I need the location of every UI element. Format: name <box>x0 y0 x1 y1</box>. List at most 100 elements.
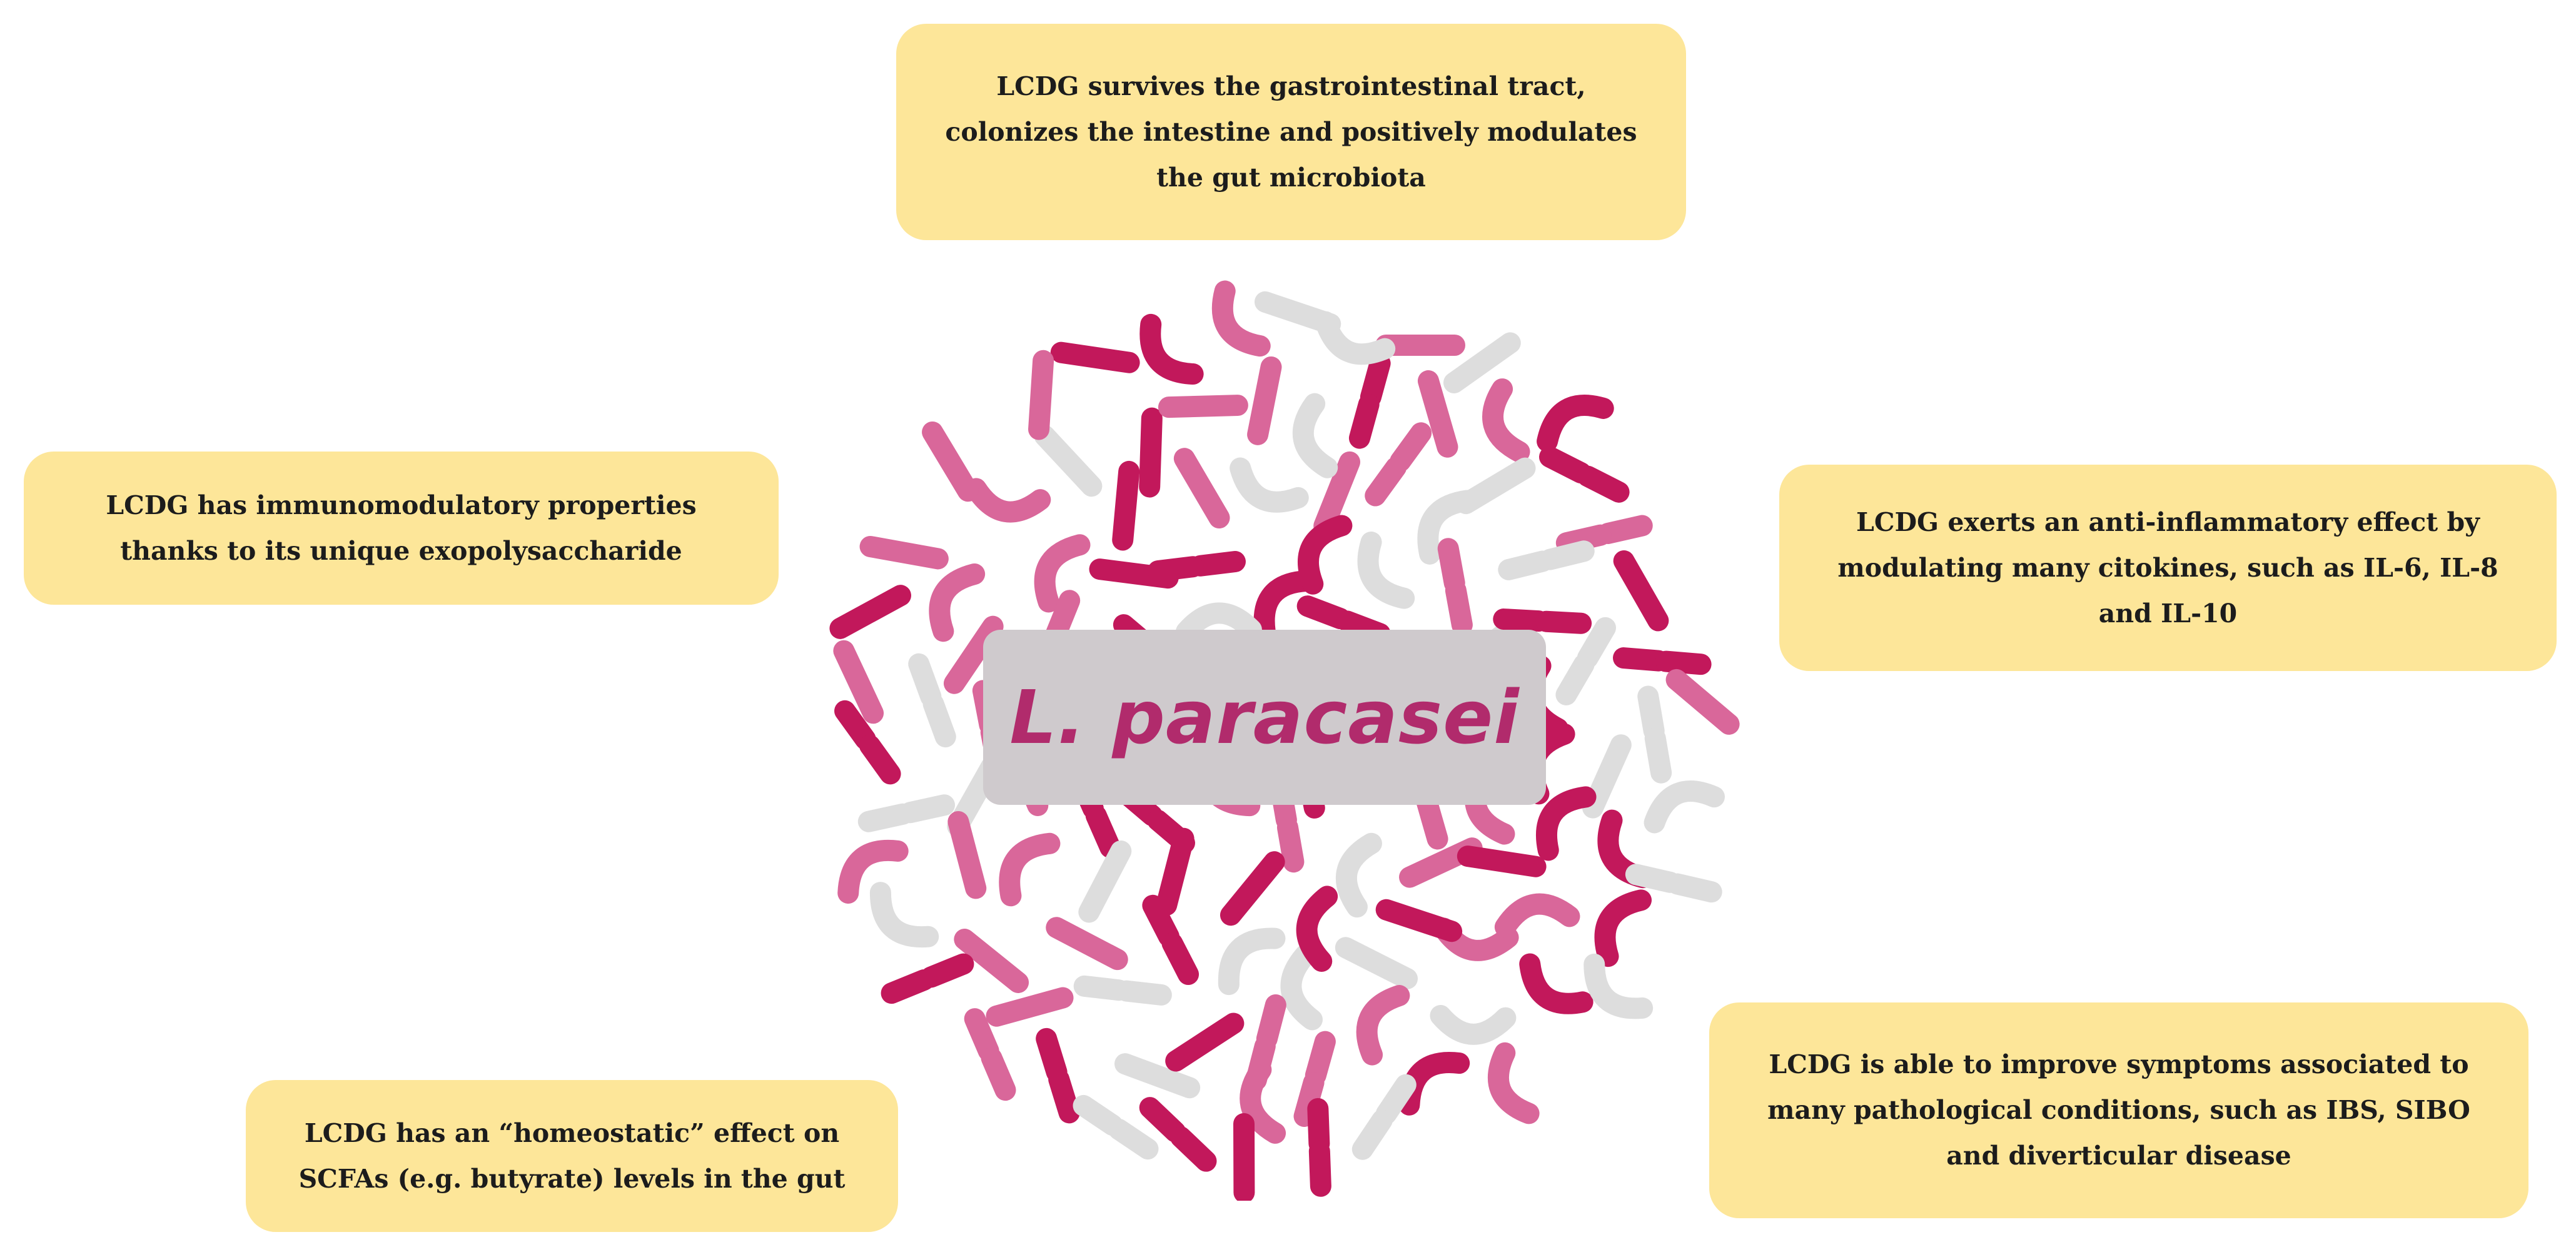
bacterium-shape <box>829 585 911 639</box>
bacterium-shape <box>1307 1098 1331 1197</box>
bacterium-shape <box>1073 975 1172 1006</box>
bacterium-shape <box>1455 457 1536 515</box>
bacterium-shape <box>964 1008 1016 1101</box>
bacterium-shape <box>1375 899 1463 942</box>
bacterium-shape <box>1443 332 1521 393</box>
bacterium-shape <box>1482 378 1530 463</box>
bacterium-shape <box>1247 356 1282 445</box>
info-line: LCDG survives the gastrointestinal tract… <box>996 71 1586 101</box>
bacterium-shape <box>1637 685 1672 784</box>
bacterium-shape <box>1583 953 1654 1019</box>
info-line: LCDG has an “homeostatic” effect on <box>304 1118 840 1148</box>
bacterium-shape <box>1220 851 1285 926</box>
bacterium-shape <box>1494 893 1580 938</box>
bacterium-shape <box>833 640 884 724</box>
bacterium-shape <box>1036 1027 1080 1124</box>
info-line: and diverticular disease <box>1946 1141 2291 1171</box>
bacterium-shape <box>1050 341 1140 373</box>
bacterium-shape <box>859 535 949 570</box>
bacterium-shape <box>1313 451 1361 537</box>
bacterium-shape <box>1296 886 1338 972</box>
species-label: L. paracasei <box>983 630 1546 805</box>
info-line: LCDG exerts an anti-inflammatory effect … <box>1856 507 2480 537</box>
bacterium-shape <box>986 987 1074 1027</box>
bacterium-shape <box>1073 1094 1159 1160</box>
bacterium-shape <box>1293 1031 1336 1128</box>
bacterium-shape <box>1112 460 1140 551</box>
bacterium-shape <box>1430 1004 1517 1045</box>
bacterium-shape <box>1437 538 1473 636</box>
bacterium-shape <box>1280 944 1323 1031</box>
bacterium-shape <box>1535 786 1597 861</box>
bacterium-shape <box>1539 446 1630 503</box>
info-line: SCFAs (e.g. butyrate) levels in the gut <box>298 1163 846 1194</box>
bacterium-shape <box>929 563 986 642</box>
bacterium-shape <box>1457 846 1547 877</box>
info-line: thanks to its unique exopolysaccharide <box>120 535 682 566</box>
bacterium-shape <box>1315 311 1396 365</box>
bacterium-shape <box>1292 393 1338 478</box>
bacterium-shape <box>954 929 1029 993</box>
bacterium-shape <box>1142 894 1200 986</box>
bacterium-shape <box>1493 608 1592 634</box>
bacterium-shape <box>837 839 909 904</box>
bacterium-shape <box>1537 395 1614 452</box>
bacterium-shape <box>1335 937 1418 989</box>
bacterium-shape <box>834 700 901 785</box>
bacterium-shape <box>908 653 956 748</box>
bacterium-shape <box>1211 280 1271 357</box>
bacterium-shape <box>1487 1042 1540 1124</box>
bacterium-shape <box>1298 515 1353 595</box>
bacterium-shape <box>881 953 974 1004</box>
bacterium-shape <box>947 811 987 899</box>
bacterium-shape <box>1046 917 1128 971</box>
bacterium-shape <box>1165 1012 1245 1072</box>
bacterium-shape <box>1613 550 1669 632</box>
bacterium-shape <box>1582 734 1632 819</box>
bacterium-shape <box>1139 407 1163 498</box>
bacterium-shape <box>1034 534 1091 613</box>
info-box-gut-colonization: LCDG survives the gastrointestinal tract… <box>896 24 1686 240</box>
bacterium-shape <box>1175 602 1262 642</box>
bacterium-shape <box>965 478 1051 523</box>
bacterium-shape <box>1245 994 1286 1091</box>
info-line: and IL-10 <box>2098 598 2238 629</box>
bacterium-shape <box>869 882 939 948</box>
info-box-symptom-improvement: LCDG is able to improve symptoms associa… <box>1709 1002 2528 1218</box>
info-line: LCDG is able to improve symptoms associa… <box>1769 1049 2469 1079</box>
bacterium-shape <box>1218 927 1286 996</box>
bacterium-shape <box>1351 1074 1417 1160</box>
bacterium-shape <box>1348 352 1391 449</box>
bacterium-shape <box>1594 889 1652 967</box>
bacterium-shape <box>1365 422 1432 507</box>
bacterium-shape <box>1555 617 1616 705</box>
bacterium-shape <box>1625 864 1722 903</box>
bacterium-shape <box>1028 350 1054 440</box>
info-box-immunomodulatory: LCDG has immunomodulatory properties tha… <box>24 452 779 605</box>
bacterium-shape <box>1356 985 1410 1066</box>
info-box-homeostatic-scfa: LCDG has an “homeostatic” effect on SCFA… <box>246 1080 898 1232</box>
info-line: many pathological conditions, such as IB… <box>1767 1095 2470 1125</box>
info-box-anti-inflammatory: LCDG exerts an anti-inflammatory effect … <box>1779 465 2557 671</box>
bacterium-shape <box>999 832 1061 907</box>
info-line: LCDG has immunomodulatory properties <box>106 490 697 520</box>
bacterium-shape <box>1253 570 1318 642</box>
info-line: modulating many citokines, such as IL-6,… <box>1837 552 2498 583</box>
bacterium-shape <box>1519 953 1594 1014</box>
bacterium-shape <box>1078 840 1132 923</box>
bacterium-shape <box>1335 832 1382 918</box>
bacterium-shape <box>1139 313 1204 385</box>
bacterium-shape <box>1139 1097 1217 1172</box>
bacterium-shape <box>1498 540 1595 580</box>
info-line: the gut microbiota <box>1156 162 1426 193</box>
bacterium-shape <box>1230 457 1309 513</box>
info-line: colonizes the intestine and positively m… <box>945 116 1637 147</box>
bacterium-shape <box>1357 531 1415 609</box>
bacterium-shape <box>1114 1053 1201 1099</box>
bacterium-shape <box>1158 395 1248 418</box>
bacterium-shape <box>1665 669 1740 735</box>
bacterium-shape <box>922 421 979 502</box>
bacterium-shape <box>1613 647 1712 675</box>
bacterium-shape <box>1555 515 1653 554</box>
bacterium-shape <box>1644 780 1725 834</box>
